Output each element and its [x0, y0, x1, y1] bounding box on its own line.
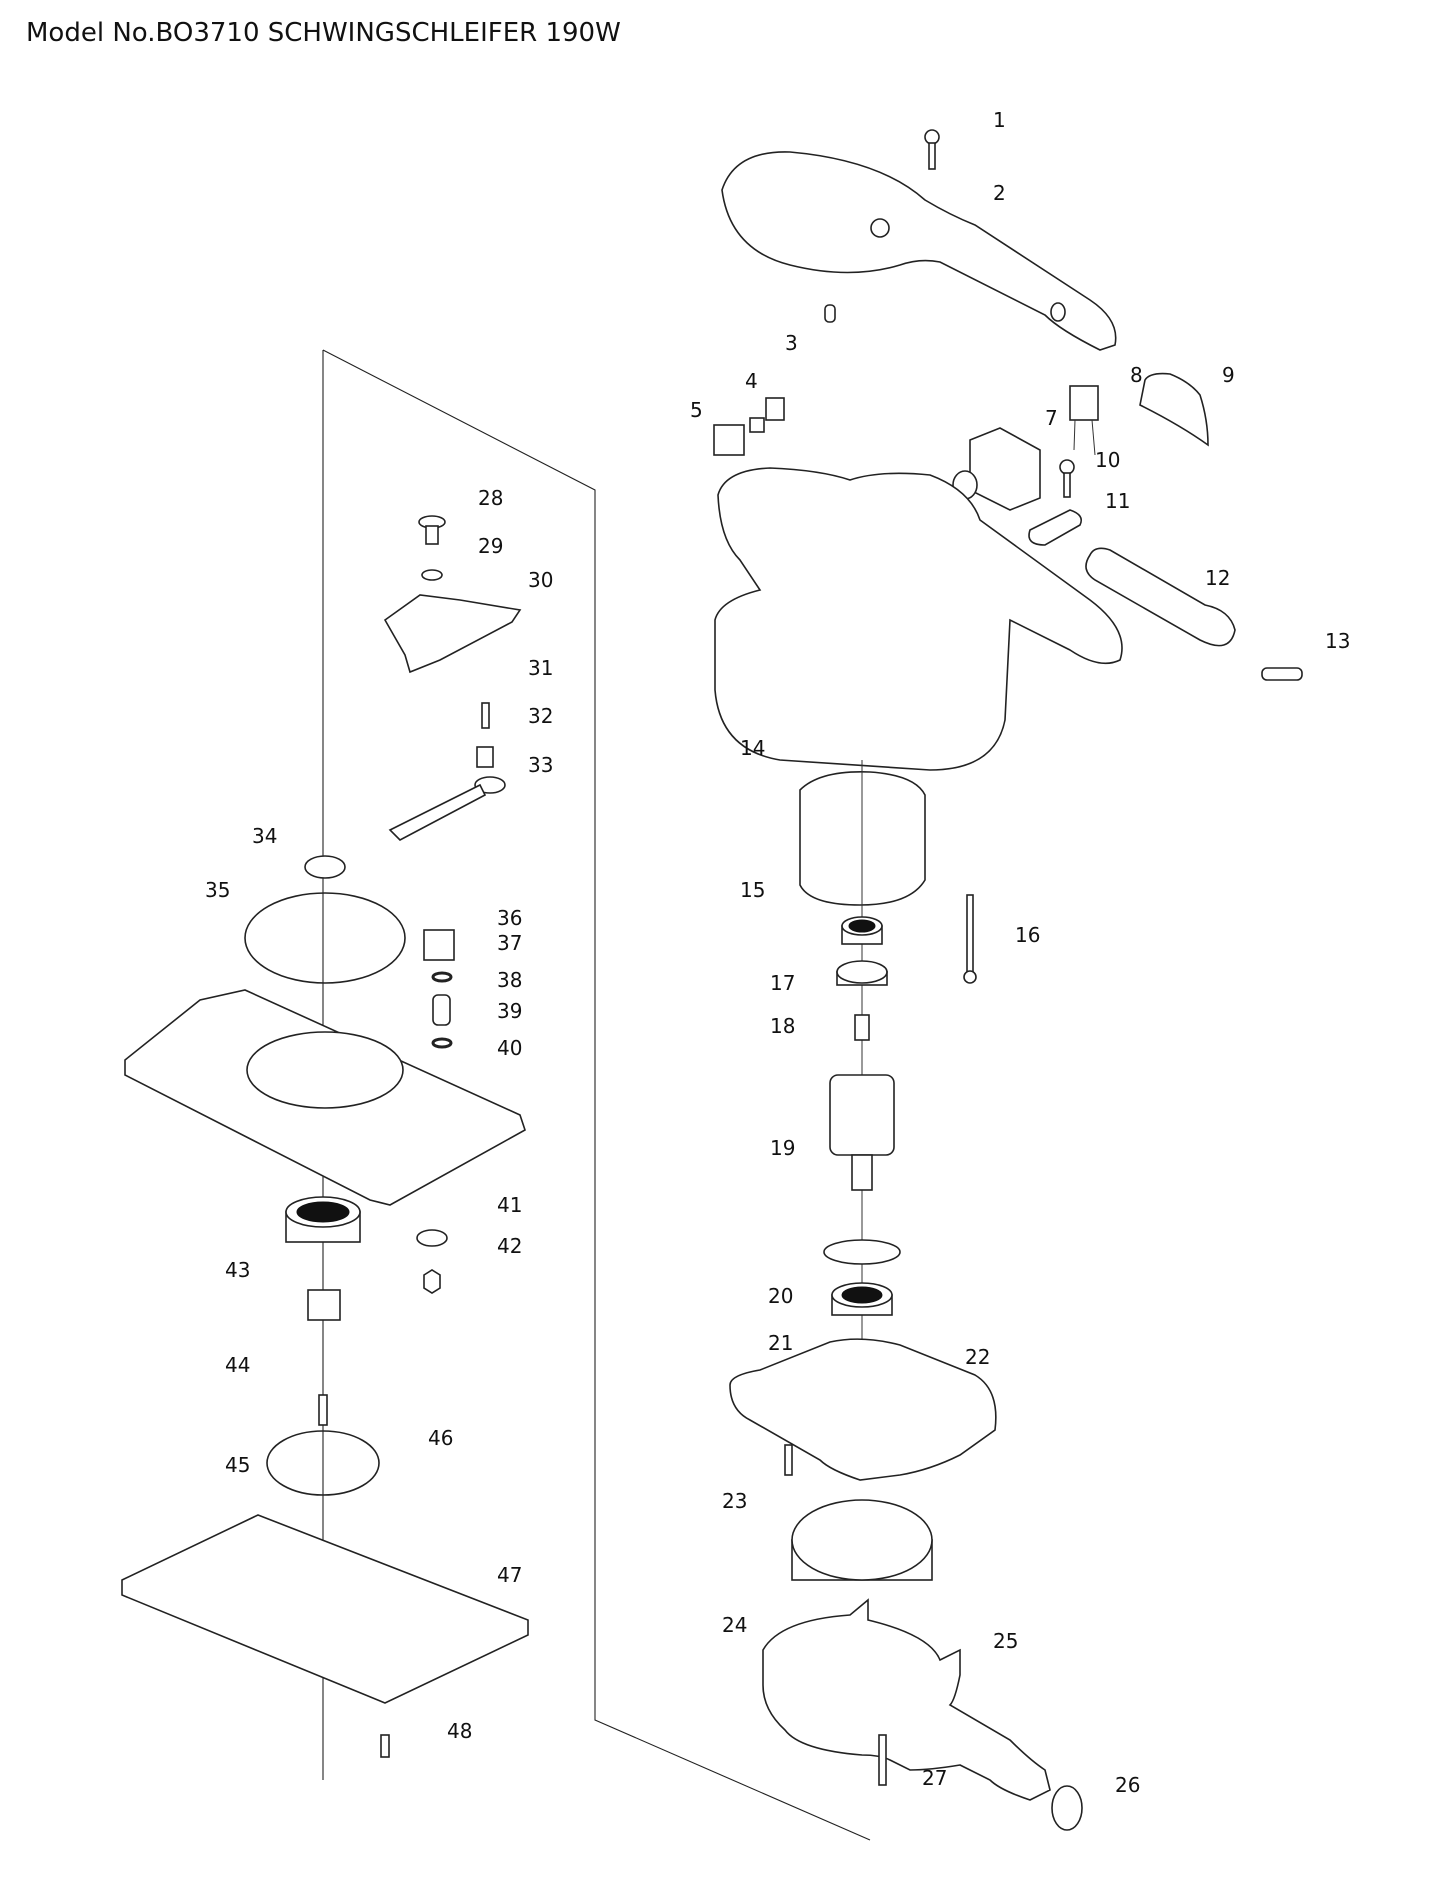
screw-31-drawing — [481, 702, 490, 729]
page-title: Model No.BO3710 SCHWINGSCHLEIFER 190W — [26, 18, 621, 48]
part-label: 4 — [745, 369, 758, 393]
part-label: 33 — [528, 753, 553, 777]
strain-relief-drawing — [1028, 509, 1083, 546]
screw-27-drawing — [878, 1734, 887, 1786]
part-label: 28 — [478, 486, 503, 510]
part-label: 44 — [225, 1353, 250, 1377]
part-label: 10 — [1095, 448, 1120, 472]
part-label: 46 — [428, 1426, 453, 1450]
part-label: 41 — [497, 1193, 522, 1217]
rubber-pin-36-drawing — [423, 929, 455, 961]
part-label: 36 — [497, 906, 522, 930]
part-label: 25 — [993, 1629, 1018, 1653]
part-label: 23 — [722, 1489, 747, 1513]
hex-nut-42-drawing — [423, 1269, 441, 1294]
screw-10-drawing — [1059, 459, 1075, 498]
part-label: 12 — [1205, 566, 1230, 590]
part-label: 15 — [740, 878, 765, 902]
screw-28-drawing — [418, 515, 446, 545]
armature-drawing — [829, 1014, 895, 1191]
bearing-17-drawing — [841, 916, 883, 945]
part-label: 16 — [1015, 923, 1040, 947]
collar-32-drawing — [476, 746, 494, 768]
part-label: 22 — [965, 1345, 990, 1369]
part-label: 14 — [740, 736, 765, 760]
part-label: 11 — [1105, 489, 1130, 513]
cord-drawing — [1261, 667, 1303, 681]
screw-1-drawing — [924, 129, 940, 170]
screw-45-drawing — [318, 1394, 328, 1426]
part-label: 13 — [1325, 629, 1350, 653]
part-label: 9 — [1222, 363, 1235, 387]
brush-holder-cap-drawing — [713, 424, 745, 456]
part-label: 3 — [785, 331, 798, 355]
screw-48-drawing — [380, 1734, 390, 1758]
bearing-box-drawing — [729, 1338, 997, 1481]
washer-41-drawing — [416, 1229, 448, 1247]
screw-23-drawing — [784, 1444, 793, 1476]
part-label: 40 — [497, 1036, 522, 1060]
washer-34-drawing — [304, 855, 346, 879]
part-label: 26 — [1115, 1773, 1140, 1797]
part-label: 32 — [528, 704, 553, 728]
clamp-lever-drawing — [388, 776, 506, 841]
part-label: 27 — [922, 1766, 947, 1790]
part-label: 1 — [993, 108, 1006, 132]
insulation-washer-drawing — [836, 960, 888, 986]
part-label: 37 — [497, 931, 522, 955]
o-ring-46-drawing — [266, 1430, 380, 1496]
part-label: 17 — [770, 971, 795, 995]
ring-35-drawing — [244, 892, 406, 984]
part-label: 19 — [770, 1136, 795, 1160]
part-label: 42 — [497, 1234, 522, 1258]
part-label: 20 — [768, 1284, 793, 1308]
balancer-44-drawing — [307, 1289, 341, 1321]
part-label: 35 — [205, 878, 230, 902]
bearing-21-drawing — [831, 1282, 893, 1316]
part-label: 34 — [252, 824, 277, 848]
part-label: 7 — [1045, 406, 1058, 430]
washer-20-drawing — [823, 1239, 901, 1265]
part-label: 2 — [993, 181, 1006, 205]
part-label: 48 — [447, 1719, 472, 1743]
part-label: 43 — [225, 1258, 250, 1282]
dust-cover-drawing — [762, 1598, 1051, 1801]
part-label: 39 — [497, 999, 522, 1023]
clamp-plate-drawing — [383, 594, 522, 674]
carbon-brush-drawing — [749, 397, 785, 433]
pad-base-drawing — [124, 989, 526, 1206]
part-label: 5 — [690, 398, 703, 422]
o-ring-29-drawing — [421, 569, 443, 581]
part-label: 8 — [1130, 363, 1143, 387]
part-label: 21 — [768, 1331, 793, 1355]
o-ring-39-drawing — [431, 1037, 453, 1049]
part-label: 24 — [722, 1613, 747, 1637]
motor-housing-drawing — [714, 467, 1123, 771]
pin-38-drawing — [432, 994, 451, 1026]
pad-47-drawing — [121, 1514, 529, 1704]
o-ring-37-drawing — [431, 971, 453, 983]
part-label: 47 — [497, 1563, 522, 1587]
fan-drawing — [791, 1499, 933, 1581]
name-plate-drawing — [1139, 372, 1209, 447]
part-label: 30 — [528, 568, 553, 592]
o-ring-26-drawing — [1051, 1785, 1083, 1831]
screw-16-drawing — [963, 894, 977, 984]
part-label: 31 — [528, 656, 553, 680]
cord-guard-drawing — [1085, 547, 1236, 647]
handle-cover-drawing — [721, 151, 1117, 351]
part-label: 38 — [497, 968, 522, 992]
pin-3-drawing — [824, 304, 836, 323]
part-label: 45 — [225, 1453, 250, 1477]
bearing-43-drawing — [285, 1196, 361, 1243]
capacitor-drawing — [1069, 385, 1099, 456]
part-label: 29 — [478, 534, 503, 558]
part-label: 18 — [770, 1014, 795, 1038]
